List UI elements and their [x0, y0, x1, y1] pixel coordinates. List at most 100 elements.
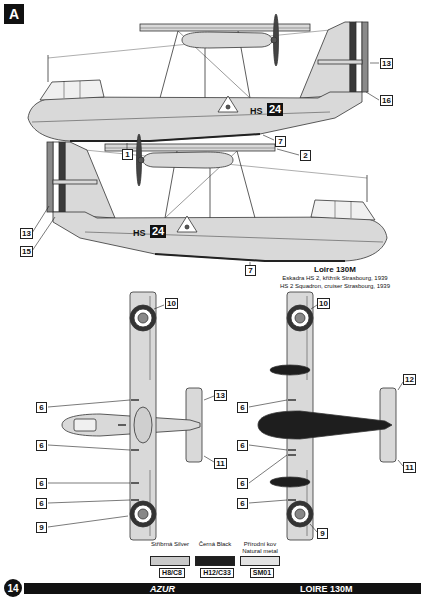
callout-text: 14 — [7, 583, 18, 594]
leader-lines-part — [204, 456, 214, 462]
side-view-part — [356, 22, 362, 92]
callout-number: 6 — [237, 478, 248, 489]
callout-text: 12 — [405, 375, 414, 384]
side-view-part — [140, 24, 310, 31]
brand-logo: AZUR — [150, 584, 175, 594]
callout-text: 6 — [39, 403, 43, 412]
paint-code: H8/C8 — [159, 568, 185, 578]
side-view-part — [271, 37, 277, 43]
top-plan-view-part — [134, 505, 152, 523]
top-plan-view-part — [131, 449, 139, 451]
callout-number: 12 — [403, 374, 416, 385]
aircraft-number: 24 — [267, 103, 283, 116]
callout-number: 6 — [36, 440, 47, 451]
callout-number: 10 — [317, 298, 330, 309]
callout-text: 6 — [240, 441, 244, 450]
under-plan-view-part — [258, 411, 392, 439]
side-view-part — [160, 31, 178, 98]
under-plan-view-part — [295, 509, 305, 519]
side-view-part — [80, 81, 81, 98]
callout-text: 9 — [320, 529, 324, 538]
side-view-part — [70, 134, 260, 141]
under-plan-view-part — [270, 477, 310, 487]
under-plan-view-part — [287, 305, 313, 331]
callout-number: 6 — [36, 402, 47, 413]
under-plan-view-part — [288, 449, 296, 451]
leader-lines-part — [154, 305, 164, 309]
under-plan-view-part — [288, 399, 296, 401]
side-view-part — [205, 47, 206, 98]
paint-code: H12/C33 — [200, 568, 234, 578]
caption-line: Eskadra HS 2, křižník Strasbourg, 1939 — [282, 275, 387, 282]
callout-number: 6 — [36, 478, 47, 489]
top-plan-view-part — [74, 419, 96, 431]
callout-text: 11 — [405, 463, 413, 472]
side-view-part — [140, 28, 310, 29]
top-plan-view-part — [134, 309, 152, 327]
callout-text: 10 — [167, 299, 176, 308]
leader-lines-part — [370, 63, 379, 64]
callout-number: 13 — [214, 390, 227, 401]
side-view-part — [182, 32, 272, 48]
callout-number: 6 — [237, 402, 248, 413]
side-view-part — [40, 80, 104, 100]
under-plan-view-part — [288, 454, 296, 456]
top-plan-view-part — [134, 407, 152, 443]
legend-text: Stříbrná Silver — [148, 541, 192, 548]
leader-lines-part — [249, 455, 287, 483]
leader-lines-part — [277, 149, 299, 155]
top-plan-view-part — [138, 509, 148, 519]
callout-text: 6 — [39, 499, 43, 508]
callout-text: 13 — [22, 229, 31, 238]
callout-text: 6 — [39, 441, 43, 450]
callout-number: 11 — [214, 458, 227, 469]
side-view-part — [318, 60, 362, 64]
callout-number: 9 — [36, 522, 47, 533]
legend-text: Černá Black — [193, 541, 237, 548]
top-plan-view — [62, 292, 202, 540]
leader-lines-part — [48, 500, 130, 503]
side-view-part — [32, 112, 330, 122]
callout-text: 1 — [125, 150, 129, 159]
side-view-part — [28, 92, 362, 141]
sheet-letter: A — [4, 4, 24, 24]
side-view-mirrored — [47, 134, 387, 261]
callout-text: 7 — [248, 266, 252, 275]
color-swatch — [195, 556, 235, 566]
leader-lines-part — [32, 206, 49, 233]
callout-text: 6 — [240, 479, 244, 488]
leader-lines-part — [366, 92, 379, 100]
callout-number: 6 — [237, 440, 248, 451]
leader-lines-part — [48, 445, 130, 450]
callout-text: 6 — [39, 479, 43, 488]
callout-text: 7 — [278, 137, 282, 146]
kit-name: LOIRE 130M — [300, 584, 353, 594]
leader-lines — [32, 63, 403, 532]
code-letters: HS — [133, 228, 146, 238]
top-plan-view-part — [138, 313, 148, 323]
legend-text: Přírodní kov Natural metal — [238, 541, 282, 555]
callout-text: 16 — [382, 96, 391, 105]
callout-text: 9 — [39, 523, 43, 532]
callout-number: 13 — [380, 58, 393, 69]
leader-lines-part — [263, 135, 274, 140]
callout-text: 11 — [216, 459, 224, 468]
under-plan-view-part — [270, 365, 310, 375]
callout-number: 13 — [20, 228, 33, 239]
callout-number: 9 — [317, 528, 328, 539]
leader-lines-part — [48, 400, 130, 407]
callout-text: 13 — [382, 59, 391, 68]
callout-number: 6 — [36, 498, 47, 509]
footer-bar-part — [24, 583, 421, 594]
side-view-part — [226, 105, 230, 109]
side-view-part — [48, 30, 330, 58]
leader-lines-part — [32, 217, 55, 251]
under-plan-view-part — [291, 309, 309, 327]
under-plan-view — [258, 292, 396, 540]
code-letters: HS — [250, 106, 263, 116]
top-plan-view-part — [131, 499, 139, 501]
under-plan-view-part — [287, 501, 313, 527]
top-plan-view-part — [130, 305, 156, 331]
leader-lines-part — [48, 516, 128, 527]
